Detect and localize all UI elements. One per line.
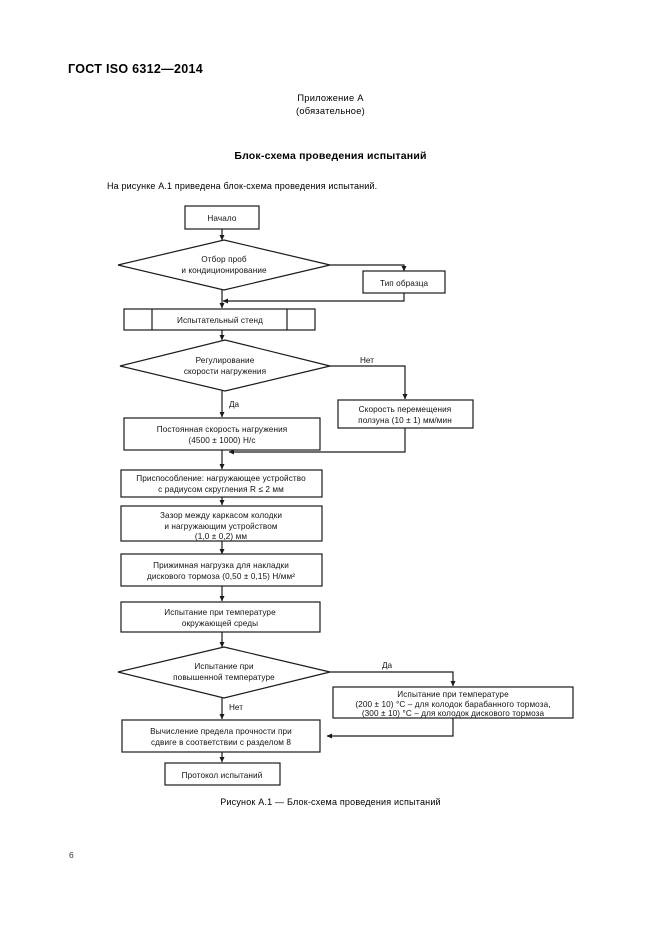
node-calc-shear[interactable]: Вычисление предела прочности при сдвиге … (121, 719, 321, 753)
branch-label-load-rate-no: Нет (360, 356, 374, 365)
node-ram-speed-line-1: ползуна (10 ± 1) мм/мин (358, 416, 452, 425)
node-clearance-line-0: Зазор между каркасом колодки (160, 511, 282, 520)
node-elevated-temp-decision[interactable]: Испытание при повышенной температуре (117, 646, 331, 699)
node-clearance-line-2: (1,0 ± 0,2) мм (195, 532, 247, 541)
branch-label-load-rate-yes: Да (229, 400, 240, 409)
node-sample-type[interactable]: Тип образца (362, 270, 446, 294)
annex-note: (обязательное) (295, 106, 365, 116)
node-fixture-line-0: Приспособление: нагружающее устройство (136, 474, 306, 483)
standard-header: ГОСТ ISO 6312—2014 (68, 62, 203, 76)
page-number: 6 (69, 850, 74, 860)
node-clamp-load-line-1: дискового тормоза (0,50 ± 0,15) Н/мм² (147, 572, 295, 581)
node-fixture[interactable]: Приспособление: нагружающее устройство с… (120, 469, 323, 498)
node-test-bench[interactable]: Испытательный стенд (123, 308, 316, 331)
node-clamp-load-line-0: Прижимная нагрузка для накладки (153, 561, 289, 570)
branch-label-elevated-yes: Да (382, 661, 393, 670)
node-sampling[interactable]: Отбор проб и кондиционирование (117, 239, 331, 291)
node-report[interactable]: Протокол испытаний (164, 762, 281, 786)
node-constant-load-rate[interactable]: Постоянная скорость нагружения (4500 ± 1… (123, 417, 321, 451)
node-sampling-line-1: и кондиционирование (181, 266, 267, 275)
node-elevated-temp-test[interactable]: Испытание при температуре (200 ± 10) °С … (332, 686, 574, 719)
node-elev-test-line-1: (200 ± 10) °С – для колодок барабанного … (355, 700, 550, 709)
node-elev-dec-line-0: Испытание при (194, 662, 253, 671)
node-load-rate-line-1: скорости нагружения (184, 367, 266, 376)
annex-label: Приложение А (297, 93, 364, 103)
node-test-bench-line-0: Испытательный стенд (177, 316, 263, 325)
node-start-line-0: Начало (207, 214, 236, 223)
node-clamp-load[interactable]: Прижимная нагрузка для накладки дисковог… (120, 553, 323, 587)
figure-caption: Рисунок А.1 — Блок-схема проведения испы… (220, 797, 441, 807)
node-ram-speed[interactable]: Скорость перемещения ползуна (10 ± 1) мм… (337, 399, 474, 429)
node-calc-line-0: Вычисление предела прочности при (150, 727, 292, 736)
node-elev-test-line-0: Испытание при температуре (397, 690, 509, 699)
node-report-line-0: Протокол испытаний (182, 771, 263, 780)
node-ambient-test[interactable]: Испытание при температуре окружающей сре… (120, 601, 321, 633)
node-sample-type-line-0: Тип образца (380, 279, 429, 288)
node-start[interactable]: Начало (184, 205, 260, 230)
node-const-load-line-0: Постоянная скорость нагружения (157, 425, 288, 434)
intro-paragraph: На рисунке А.1 приведена блок-схема пров… (107, 181, 378, 191)
node-fixture-line-1: с радиусом скругления R ≤ 2 мм (158, 485, 284, 494)
node-clearance-line-1: и нагружающим устройством (164, 522, 278, 531)
node-load-rate-control[interactable]: Регулирование скорости нагружения (119, 339, 331, 392)
page-title: Блок-схема проведения испытаний (234, 150, 427, 162)
annex-block: Приложение А (обязательное) (0, 92, 661, 118)
flowchart-connectors (219, 229, 456, 763)
node-ambient-line-0: Испытание при температуре (164, 608, 276, 617)
node-calc-line-1: сдвиге в соответствии с разделом 8 (151, 738, 291, 747)
node-elev-test-line-2: (300 ± 10) °С – для колодок дискового то… (362, 709, 545, 718)
node-sampling-line-0: Отбор проб (201, 255, 247, 264)
node-ambient-line-1: окружающей среды (182, 619, 258, 628)
node-load-rate-line-0: Регулирование (196, 356, 255, 365)
branch-label-elevated-no: Нет (229, 703, 243, 712)
node-const-load-line-1: (4500 ± 1000) Н/с (188, 436, 255, 445)
node-ram-speed-line-0: Скорость перемещения (359, 405, 452, 414)
node-elev-dec-line-1: повышенной температуре (173, 673, 275, 682)
node-clearance[interactable]: Зазор между каркасом колодки и нагружающ… (120, 505, 323, 542)
